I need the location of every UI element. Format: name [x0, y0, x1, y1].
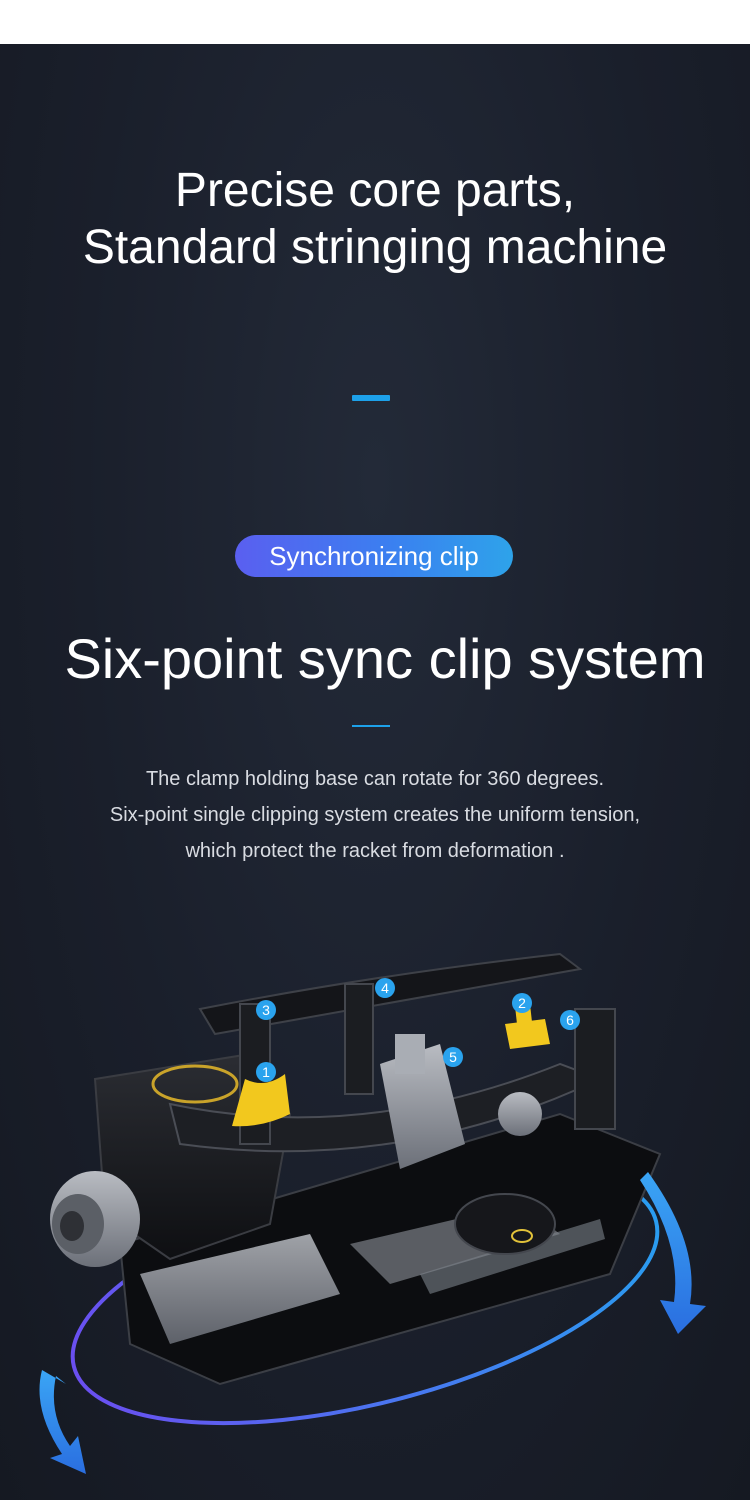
svg-text:6: 6 — [566, 1012, 574, 1028]
svg-text:5: 5 — [449, 1049, 457, 1065]
description-line1: The clamp holding base can rotate for 36… — [145, 768, 605, 790]
description-line2: Six-point single clipping system creates… — [109, 804, 641, 826]
rotate-arrow-icon — [640, 1172, 706, 1334]
svg-text:2: 2 — [518, 995, 526, 1011]
marker-6: 6 — [560, 1010, 580, 1030]
feature-title: Six-point sync clip system — [64, 627, 706, 690]
description-line3: which protect the racket from deformatio… — [185, 840, 565, 862]
hero-title-line1: Precise core parts, — [174, 164, 576, 217]
marker-1: 1 — [256, 1062, 276, 1082]
stringing-machine-image: 1 2 3 4 5 6 — [39, 952, 706, 1474]
svg-text:3: 3 — [262, 1002, 270, 1018]
feature-tag: Synchronizing clip — [235, 535, 513, 577]
marker-5: 5 — [443, 1047, 463, 1067]
dark-panel: Precise core parts, Standard stringing m… — [0, 44, 750, 1500]
accent-dash — [352, 395, 390, 401]
rotate-arrow-icon — [39, 1370, 86, 1474]
marker-4: 4 — [375, 978, 395, 998]
marker-3: 3 — [256, 1000, 276, 1020]
marker-2: 2 — [512, 993, 532, 1013]
svg-text:1: 1 — [262, 1064, 270, 1080]
title-underline — [352, 725, 390, 727]
svg-text:4: 4 — [381, 980, 389, 996]
hero-title-line2: Standard stringing machine — [82, 221, 668, 274]
